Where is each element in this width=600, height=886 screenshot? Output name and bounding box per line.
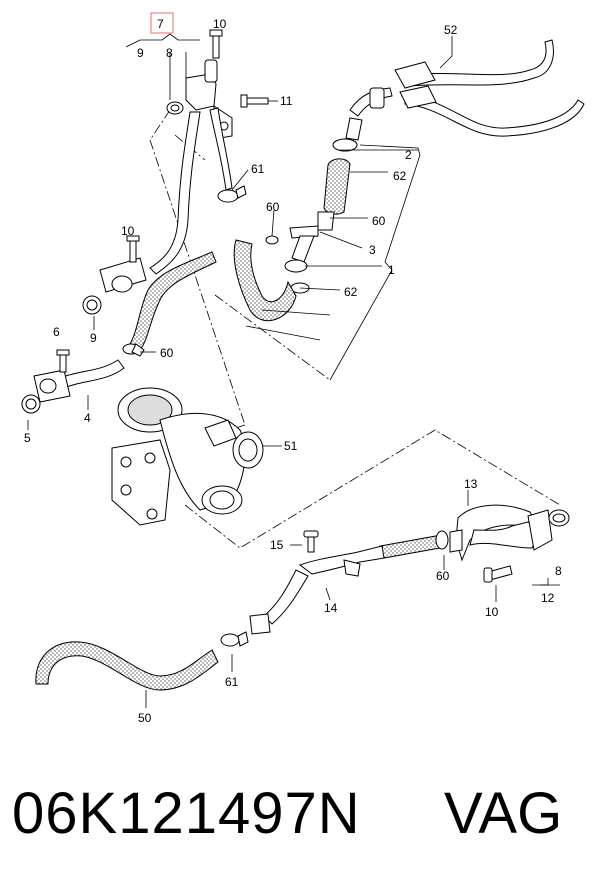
part-7-highlight-box xyxy=(150,12,174,34)
callout-14: 14 xyxy=(324,601,338,615)
callout-60-left: 60 xyxy=(160,346,174,360)
callout-62-top: 62 xyxy=(393,169,407,183)
callout-50: 50 xyxy=(138,711,152,725)
callout-60-bottom: 60 xyxy=(436,569,450,583)
callout-5: 5 xyxy=(24,431,31,445)
callout-3: 3 xyxy=(369,243,376,257)
callout-1: 1 xyxy=(388,263,395,277)
callout-4: 4 xyxy=(84,411,91,425)
turbocharger-51 xyxy=(111,387,282,526)
callout-62-bottom: 62 xyxy=(344,285,358,299)
callout-8-bottom: 8 xyxy=(555,564,562,578)
callout-13: 13 xyxy=(464,477,478,491)
callout-8-top: 8 xyxy=(166,46,173,60)
callout-9-top: 9 xyxy=(137,46,144,60)
lower-right-pipe-group xyxy=(249,490,570,635)
brand-label: VAG xyxy=(444,781,563,846)
callout-9-left: 9 xyxy=(90,331,97,345)
callout-6: 6 xyxy=(53,325,60,339)
callout-61-top: 61 xyxy=(251,162,265,176)
left-pipe-group xyxy=(21,235,217,430)
callout-2: 2 xyxy=(405,148,412,162)
callout-60-mid: 60 xyxy=(372,214,386,228)
callout-15: 15 xyxy=(270,538,284,552)
lower-hose-50 xyxy=(35,631,249,708)
central-hose-group xyxy=(217,117,421,381)
callout-12: 12 xyxy=(541,591,555,605)
callout-52: 52 xyxy=(444,23,458,37)
pipe-52-group xyxy=(349,36,585,137)
callout-11: 11 xyxy=(280,94,293,108)
upper-connector-group xyxy=(125,12,278,275)
callout-61-bottom: 61 xyxy=(225,675,239,689)
callout-10-left: 10 xyxy=(121,224,135,238)
callout-labels: 7 9 8 10 11 52 2 62 61 60 60 3 1 62 10 9… xyxy=(24,17,562,725)
parts-diagram: 7 9 8 10 11 52 2 62 61 60 60 3 1 62 10 9… xyxy=(21,12,585,725)
callout-10-bottom: 10 xyxy=(485,605,499,619)
callout-10-top: 10 xyxy=(213,17,227,31)
callout-60-top: 60 xyxy=(266,200,280,214)
callout-7: 7 xyxy=(157,17,164,31)
callout-51: 51 xyxy=(284,439,298,453)
part-number: 06K121497N xyxy=(12,781,361,846)
